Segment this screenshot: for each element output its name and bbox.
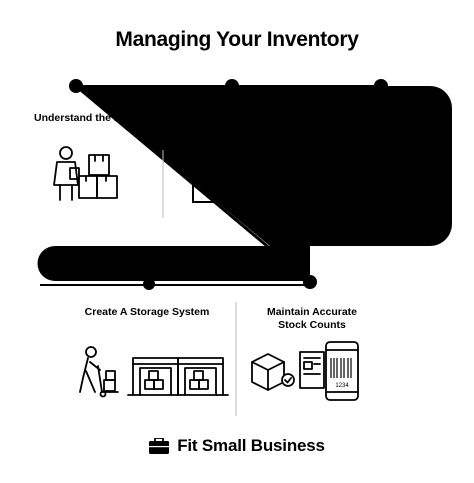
brand-name: Fit Small Business (177, 436, 325, 455)
step-counts-label: Maintain Accurate Stock Counts (250, 306, 374, 332)
timeline-dot-3 (374, 79, 388, 93)
step-storage-label: Create A Storage System (84, 306, 210, 318)
timeline-dot-4 (143, 278, 155, 290)
timeline-dot-2 (225, 79, 239, 93)
timeline-dot-1 (69, 79, 83, 93)
briefcase-icon (149, 438, 170, 454)
page-title: Managing Your Inventory (115, 28, 359, 51)
timeline-wedge (76, 86, 452, 246)
step-understand-label: Understand the I (34, 112, 117, 124)
step-counts-label-line1: Maintain Accurate (266, 306, 358, 318)
timeline-dot-5 (303, 275, 317, 289)
timeline-bar-bottom (37, 246, 310, 281)
footer-brand: Fit Small Business (0, 436, 474, 456)
step-counts-label-line2: Stock Counts (278, 319, 346, 331)
